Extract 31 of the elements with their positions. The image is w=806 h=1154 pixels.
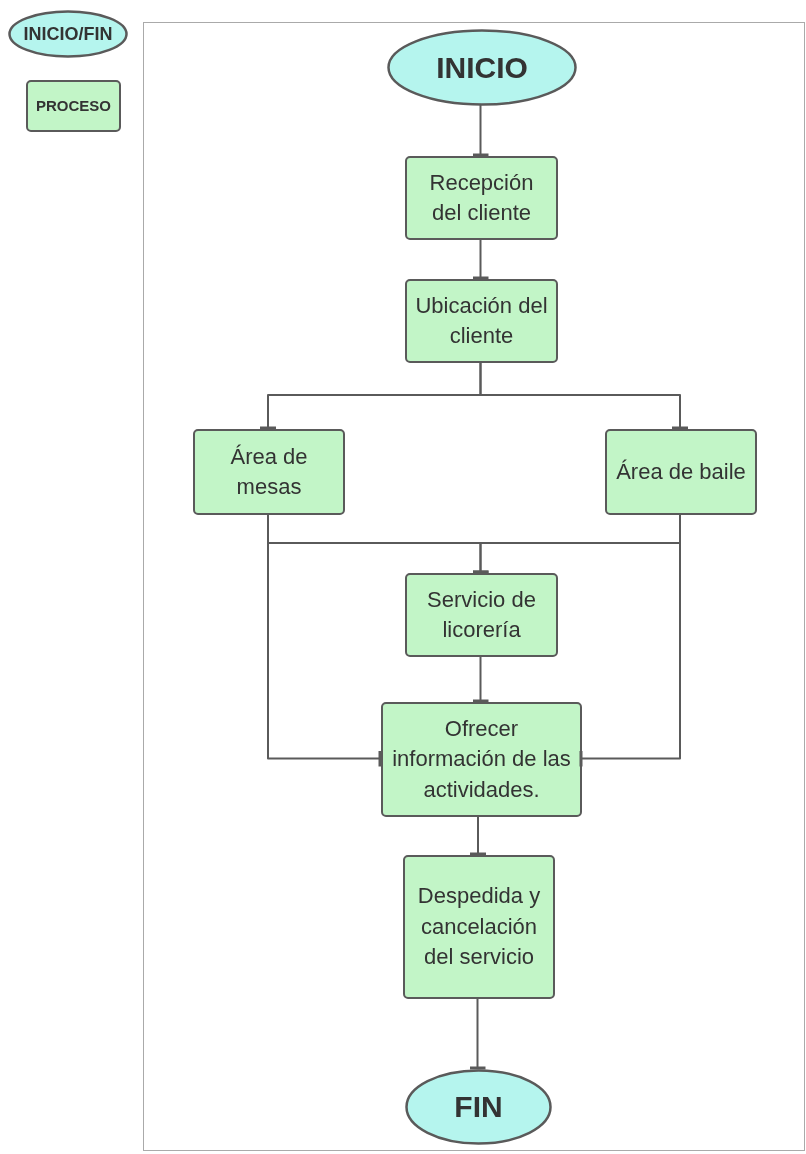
node-label: Servicio de licorería bbox=[426, 585, 537, 644]
terminator-ellipse bbox=[405, 1069, 552, 1145]
terminator-ellipse bbox=[387, 29, 577, 106]
node-label: Despedida y cancelación del servicio bbox=[416, 882, 542, 972]
node-label: Ubicación del cliente bbox=[414, 291, 549, 350]
node-label: FIN bbox=[453, 1089, 504, 1126]
connector bbox=[267, 513, 382, 768]
process-box bbox=[605, 429, 757, 515]
process-box bbox=[405, 156, 558, 240]
connector bbox=[471, 655, 490, 703]
process-box bbox=[193, 429, 345, 515]
process-box bbox=[405, 279, 558, 363]
node-label: Área de mesas bbox=[229, 442, 309, 501]
node-label: Área de baile bbox=[615, 457, 747, 486]
process-box bbox=[26, 80, 121, 132]
node-label: PROCESO bbox=[35, 95, 112, 116]
terminator-ellipse bbox=[8, 10, 128, 58]
process-box bbox=[403, 855, 555, 999]
diagram-frame bbox=[143, 22, 805, 1151]
process-box bbox=[405, 573, 558, 657]
process-box bbox=[381, 702, 582, 817]
node-label: INICIO bbox=[435, 49, 529, 86]
connector bbox=[471, 238, 490, 280]
node-label: INICIO/FIN bbox=[22, 22, 114, 46]
connector bbox=[479, 361, 690, 430]
node-label: Ofrecer información de las actividades. bbox=[391, 714, 572, 804]
connector bbox=[471, 104, 490, 157]
connector bbox=[579, 513, 681, 768]
node-label: Recepción del cliente bbox=[428, 168, 535, 227]
connector bbox=[468, 815, 488, 856]
connector bbox=[468, 997, 487, 1070]
